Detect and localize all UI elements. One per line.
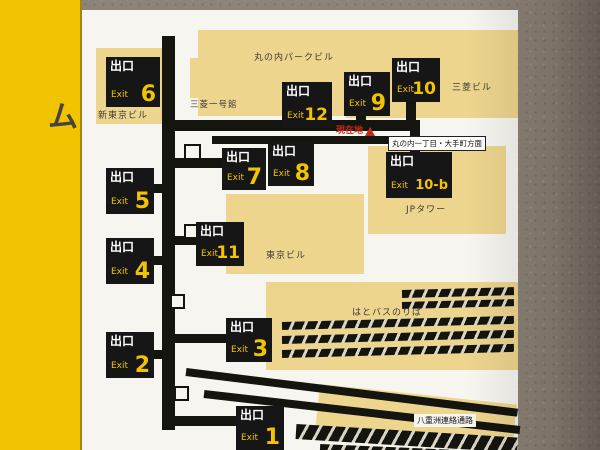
corridor-stub-exit4 bbox=[152, 256, 164, 265]
exit-jp-label: 出口 bbox=[110, 240, 135, 254]
exit-number: 10-b bbox=[415, 178, 448, 193]
exit-number: 3 bbox=[252, 337, 268, 362]
corridor-stub-exit5 bbox=[152, 184, 164, 193]
exit-en-label: Exit bbox=[241, 433, 259, 443]
exit-sign-3: 出口 Exit 3 bbox=[226, 318, 272, 362]
corridor-stub-exit11 bbox=[173, 236, 199, 245]
building-label-shin-tokyo: 新東京ビル bbox=[98, 111, 149, 121]
exit-jp-label: 出口 bbox=[230, 320, 255, 334]
exit-sign-4: 出口 Exit 4 bbox=[106, 238, 154, 284]
exit-en-label: Exit bbox=[201, 249, 219, 259]
room-box bbox=[184, 144, 201, 160]
current-location-label: 現在地 bbox=[336, 126, 364, 136]
exit-en-label: Exit bbox=[349, 99, 367, 109]
exit-jp-label: 出口 bbox=[348, 74, 373, 88]
exit-number: 10 bbox=[412, 79, 436, 99]
exit-jp-label: 出口 bbox=[272, 144, 297, 158]
exit-number: 6 bbox=[140, 82, 156, 107]
exit-sign-7: 出口 Exit 7 bbox=[222, 148, 266, 190]
exit-jp-label: 出口 bbox=[226, 150, 251, 164]
direction-sign: 丸の内一丁目・大手町方面 bbox=[388, 136, 486, 151]
room-box bbox=[174, 386, 189, 401]
exit-jp-label: 出口 bbox=[396, 60, 421, 74]
exit-sign-2: 出口 Exit 2 bbox=[106, 332, 154, 378]
exit-en-label: Exit bbox=[111, 90, 129, 100]
exit-en-label: Exit bbox=[273, 169, 291, 179]
building-label-hato-bus: はとバスのりば bbox=[352, 308, 423, 318]
exit-jp-label: 出口 bbox=[110, 334, 135, 348]
exit-number: 2 bbox=[134, 353, 150, 378]
building-label-jp-tower: JPタワー bbox=[406, 205, 447, 215]
building-label-mitsubishi: 三菱ビル bbox=[452, 83, 493, 93]
exit-en-label: Exit bbox=[397, 85, 415, 95]
triangle-up-icon bbox=[365, 127, 376, 136]
exit-sign-12: 出口 Exit 12 bbox=[282, 82, 332, 128]
exit-number: 12 bbox=[304, 105, 328, 125]
building-block-tokyo-bldg bbox=[226, 194, 364, 274]
panel-edge-line bbox=[80, 0, 82, 450]
exit-en-label: Exit bbox=[391, 181, 409, 191]
exit-jp-label: 出口 bbox=[390, 154, 415, 168]
exit-sign-10: 出口 Exit 10 bbox=[392, 58, 440, 102]
corridor-stub-exit7-8 bbox=[175, 158, 225, 168]
exit-en-label: Exit bbox=[231, 345, 249, 355]
exit-sign-1: 出口 Exit 1 bbox=[236, 406, 284, 450]
exit-number: 7 bbox=[246, 165, 262, 190]
exit-jp-label: 出口 bbox=[110, 59, 135, 73]
exit-jp-label: 出口 bbox=[286, 84, 311, 98]
exit-number: 4 bbox=[134, 259, 150, 284]
exit-sign-10b: 出口 Exit 10-b bbox=[386, 152, 452, 198]
exit-en-label: Exit bbox=[287, 111, 305, 121]
exit-number: 8 bbox=[294, 161, 310, 186]
corridor-stub-exit10 bbox=[406, 100, 416, 124]
exit-en-label: Exit bbox=[111, 361, 129, 371]
building-label-marunouchi-park: 丸の内パークビル bbox=[254, 53, 335, 63]
building-block-ichigokan bbox=[190, 58, 248, 98]
exit-sign-11: 出口 Exit 11 bbox=[196, 222, 244, 266]
corridor-stub-exit2 bbox=[152, 350, 164, 359]
exit-en-label: Exit bbox=[111, 197, 129, 207]
room-box bbox=[170, 294, 185, 309]
corridor-stub-exit9 bbox=[356, 112, 366, 124]
corridor-stub-exit1 bbox=[168, 416, 238, 426]
current-location-marker: 現在地 bbox=[336, 123, 376, 136]
building-label-tokyo-bldg: 東京ビル bbox=[266, 251, 307, 261]
exit-en-label: Exit bbox=[227, 173, 245, 183]
yellow-panel bbox=[0, 0, 82, 450]
corridor-stub-exit3 bbox=[173, 334, 229, 343]
exit-number: 11 bbox=[216, 243, 240, 263]
exit-en-label: Exit bbox=[111, 267, 129, 277]
exit-number: 9 bbox=[370, 91, 386, 116]
corridor-main-vertical bbox=[162, 36, 175, 430]
exit-jp-label: 出口 bbox=[110, 170, 135, 184]
exit-sign-5: 出口 Exit 5 bbox=[106, 168, 154, 214]
exit-number: 1 bbox=[264, 425, 280, 450]
exit-sign-8: 出口 Exit 8 bbox=[268, 142, 314, 186]
exit-sign-6: 出口 Exit 6 bbox=[106, 57, 160, 107]
exit-jp-label: 出口 bbox=[200, 224, 225, 238]
exit-sign-9: 出口 Exit 9 bbox=[344, 72, 390, 116]
corridor-second-horizontal bbox=[212, 136, 390, 144]
yaesu-passage-label: 八重洲連絡通路 bbox=[414, 414, 476, 427]
exit-jp-label: 出口 bbox=[240, 408, 265, 422]
building-label-ichigokan: 三菱一号館 bbox=[190, 100, 238, 110]
exit-number: 5 bbox=[134, 189, 150, 214]
partial-character: ム bbox=[48, 100, 78, 135]
